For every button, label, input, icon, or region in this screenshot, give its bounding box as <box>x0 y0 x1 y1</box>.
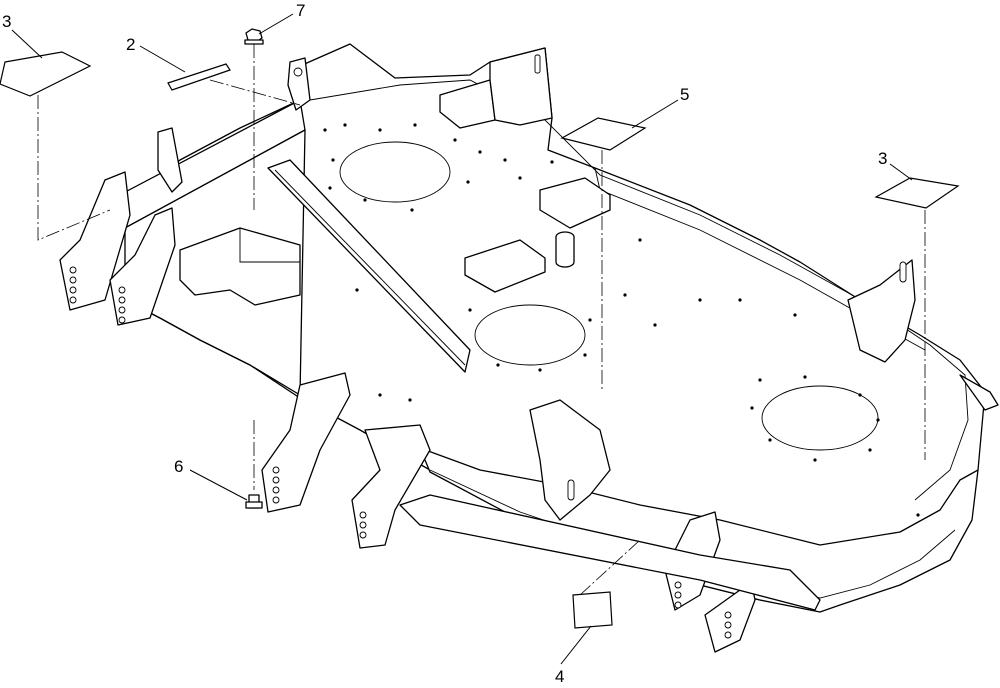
left-hanger-arms <box>59 57 311 326</box>
part-3-decal-right <box>874 177 960 209</box>
blade-opening-left <box>339 141 451 203</box>
part-6-bolt <box>245 494 263 509</box>
blade-opening-center <box>474 304 586 366</box>
callout-4: 4 <box>555 667 564 686</box>
part-5-decal <box>560 117 647 151</box>
callout-labels: 3 2 7 5 3 6 4 <box>2 1 887 686</box>
mower-deck-housing <box>59 43 999 653</box>
callout-3-right: 3 <box>878 149 887 168</box>
callout-6: 6 <box>174 457 183 476</box>
deck-mounting-holes <box>323 123 920 517</box>
callout-3-left: 3 <box>2 12 11 31</box>
callout-7: 7 <box>296 1 305 20</box>
blade-opening-right <box>761 385 879 451</box>
assembly-center-lines <box>37 44 926 596</box>
part-3-decal-left <box>0 51 92 97</box>
part-7-flange-nut <box>244 28 264 45</box>
callout-5: 5 <box>680 85 689 104</box>
callout-leaders <box>11 13 913 665</box>
front-left-arms <box>261 372 431 549</box>
part-2-decal-strip <box>167 63 231 91</box>
part-4-decal <box>572 591 613 629</box>
callout-2: 2 <box>126 35 135 54</box>
